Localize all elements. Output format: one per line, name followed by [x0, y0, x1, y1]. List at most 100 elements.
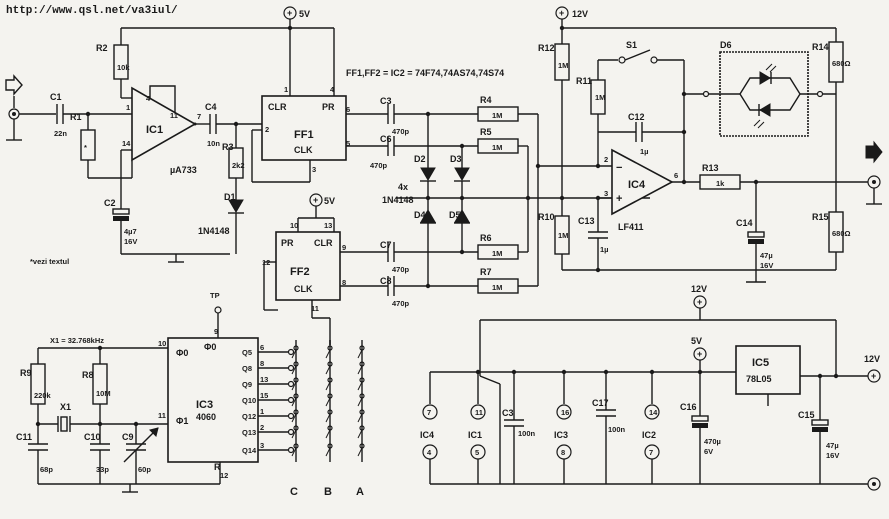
- svg-text:10: 10: [290, 221, 298, 230]
- svg-text:60p: 60p: [138, 465, 151, 474]
- switch-s1[interactable]: S1: [618, 40, 658, 64]
- svg-text:Φ1: Φ1: [176, 416, 188, 426]
- svg-text:PR: PR: [322, 102, 335, 112]
- svg-text:10M: 10M: [96, 389, 111, 398]
- svg-text:2: 2: [265, 125, 269, 134]
- svg-text:1M: 1M: [558, 231, 568, 240]
- svg-text:4060: 4060: [196, 412, 216, 422]
- svg-text:1N4148: 1N4148: [198, 226, 230, 236]
- ground-terminal[interactable]: [867, 477, 881, 491]
- svg-text:10n: 10n: [207, 139, 220, 148]
- jumper-pin[interactable]: [287, 428, 295, 436]
- svg-text:R8: R8: [82, 370, 94, 380]
- resistor-r15: R15 680Ω: [812, 211, 851, 253]
- vcc-5v-top: + 5V: [283, 6, 310, 28]
- svg-text:470µ: 470µ: [704, 437, 721, 446]
- diode-d2: D2: [414, 154, 436, 182]
- ic3-output-label: Q5: [242, 348, 252, 357]
- supply-pin-top-label: 11: [475, 408, 483, 417]
- supply-pin-top-label: 14: [649, 408, 658, 417]
- capacitor-c6: C6 470p: [370, 134, 395, 170]
- svg-text:5: 5: [346, 139, 350, 148]
- svg-text:1M: 1M: [492, 143, 502, 152]
- svg-text:12V: 12V: [572, 9, 588, 19]
- svg-text:µA733: µA733: [170, 165, 197, 175]
- jumper-pin[interactable]: [287, 396, 295, 404]
- svg-text:D2: D2: [414, 154, 426, 164]
- svg-text:C6: C6: [380, 134, 392, 144]
- vcc-5v-ff2: + 5V: [309, 193, 335, 218]
- jumper-pin[interactable]: [287, 446, 295, 454]
- svg-text:2k2: 2k2: [232, 161, 245, 170]
- capacitor-c13: C13 1µ: [578, 198, 609, 270]
- ff2-flipflop: PR CLR FF2 CLK 10 13 12 9 8 11: [262, 221, 346, 313]
- svg-text:1M: 1M: [558, 61, 568, 70]
- supply-pin-bottom-label: 7: [649, 448, 653, 457]
- supply-pin-top-label: 16: [561, 408, 569, 417]
- crystal-note: X1 = 32.768kHz: [50, 336, 104, 345]
- svg-text:1: 1: [284, 85, 288, 94]
- svg-text:220k: 220k: [34, 391, 52, 400]
- ff1-flipflop: CLR PR FF1 CLK 2 1 4 6 5 3: [261, 85, 350, 174]
- svg-text:68p: 68p: [40, 465, 53, 474]
- supply-pin-top: [470, 404, 486, 420]
- svg-text:100n: 100n: [608, 425, 626, 434]
- svg-text:5V: 5V: [299, 9, 310, 19]
- ic3-output-label: Q13: [242, 428, 256, 437]
- svg-text:4µ7: 4µ7: [124, 227, 137, 236]
- resistor-r12: R12 1M: [538, 43, 570, 81]
- svg-text:5V: 5V: [691, 336, 702, 346]
- resistor-r6: R6 1M: [477, 233, 519, 260]
- svg-text:C14: C14: [736, 218, 753, 228]
- svg-text:1M: 1M: [492, 111, 502, 120]
- svg-text:8: 8: [342, 278, 346, 287]
- input-connector-icon[interactable]: [5, 74, 23, 141]
- jumper-pin[interactable]: [287, 348, 295, 356]
- jumper-pin[interactable]: [287, 364, 295, 372]
- svg-text:+: +: [313, 195, 318, 205]
- svg-text:1M: 1M: [492, 249, 502, 258]
- svg-text:1: 1: [126, 103, 130, 112]
- capacitor-c15: C15 47µ 16V: [798, 376, 839, 484]
- svg-text:D1: D1: [224, 192, 236, 202]
- jumper-pin[interactable]: [287, 380, 295, 388]
- footnote: *vezi textul: [30, 257, 69, 266]
- resistor-r1: R1 *: [70, 112, 132, 179]
- capacitor-c7: C7 470p: [380, 240, 410, 274]
- svg-text:R4: R4: [480, 95, 492, 105]
- output-connector-icon[interactable]: [865, 140, 883, 205]
- capacitor-c11: C11 68p: [16, 432, 53, 474]
- ic3-output-label: Q9: [242, 380, 252, 389]
- svg-text:R11: R11: [576, 76, 592, 86]
- supply-ic-name: IC4: [420, 430, 434, 440]
- svg-text:C16: C16: [680, 402, 697, 412]
- svg-text:CLR: CLR: [268, 102, 287, 112]
- resistor-r10: R10 1M: [538, 212, 570, 255]
- svg-text:R13: R13: [702, 163, 719, 173]
- svg-text:6: 6: [346, 105, 350, 114]
- vcc-12v-top: + 12V: [555, 6, 588, 28]
- svg-text:33p: 33p: [96, 465, 109, 474]
- svg-text:1µ: 1µ: [640, 147, 649, 156]
- capacitor-c3-100n: C3 100n: [502, 408, 536, 438]
- svg-text:13: 13: [324, 221, 332, 230]
- ic5-regulator: IC5 78L05: [735, 345, 801, 395]
- resistor-r4: R4 1M: [477, 95, 519, 122]
- vcc-12v-input[interactable]: + 12V: [864, 354, 881, 383]
- svg-text:+: +: [616, 193, 622, 205]
- svg-text:FF1: FF1: [294, 129, 314, 141]
- diodes-type: 1N4148: [382, 195, 414, 205]
- supply-ic-name: IC3: [554, 430, 568, 440]
- svg-text:11: 11: [158, 411, 166, 420]
- svg-text:R12: R12: [538, 43, 555, 53]
- svg-text:16V: 16V: [760, 261, 773, 270]
- resistor-r11: R11 1M: [576, 76, 606, 115]
- svg-text:1k: 1k: [716, 179, 725, 188]
- jumper-pin[interactable]: [287, 412, 295, 420]
- svg-text:R3: R3: [222, 142, 234, 152]
- ic4-opamp: − + IC4 LF411 2 3 6: [604, 148, 678, 232]
- svg-text:4: 4: [146, 94, 151, 103]
- ic3-output-label: Q14: [242, 446, 257, 455]
